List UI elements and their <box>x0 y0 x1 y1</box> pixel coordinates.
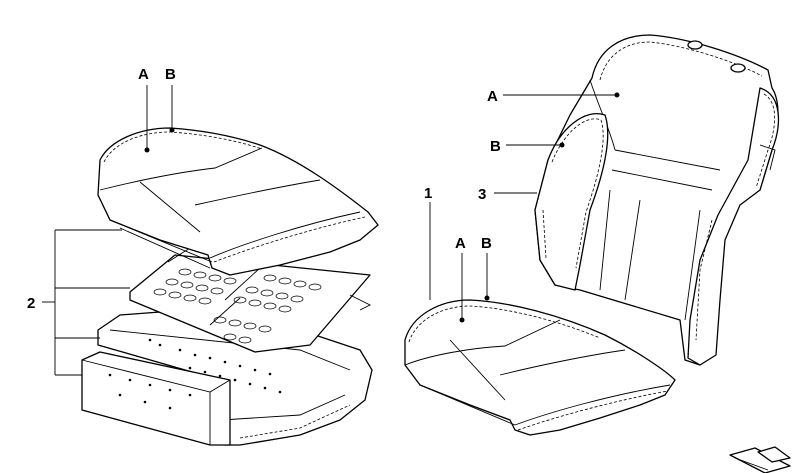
folded-sheet-icon <box>729 446 791 473</box>
label-a-backrest: A <box>487 88 498 105</box>
label-a-left: A <box>138 66 149 83</box>
right-seat-assembly: A B 3 1 A B <box>404 34 780 436</box>
label-2: 2 <box>27 295 35 312</box>
assembled-seat-cushion <box>404 299 676 436</box>
label-1: 1 <box>424 185 432 202</box>
mat-cells <box>153 268 322 344</box>
label-b-cushion: B <box>481 235 492 252</box>
right-callouts: A B 3 1 A B <box>424 88 620 323</box>
label-3: 3 <box>478 186 486 203</box>
base-dots <box>148 338 282 394</box>
seat-cover-upholstery <box>97 127 379 276</box>
headrest-guide-right <box>730 63 746 73</box>
front-foam-block <box>81 351 231 446</box>
left-callouts: A B 2 <box>27 66 176 376</box>
label-a-cushion: A <box>455 235 466 252</box>
left-exploded-seat-cushion: A B 2 <box>27 66 379 446</box>
label-b-backrest: B <box>490 138 501 155</box>
backrest <box>534 34 780 366</box>
headrest-guide-left <box>687 40 703 50</box>
label-b-left: B <box>165 66 176 83</box>
seat-heating-mat <box>129 247 372 353</box>
